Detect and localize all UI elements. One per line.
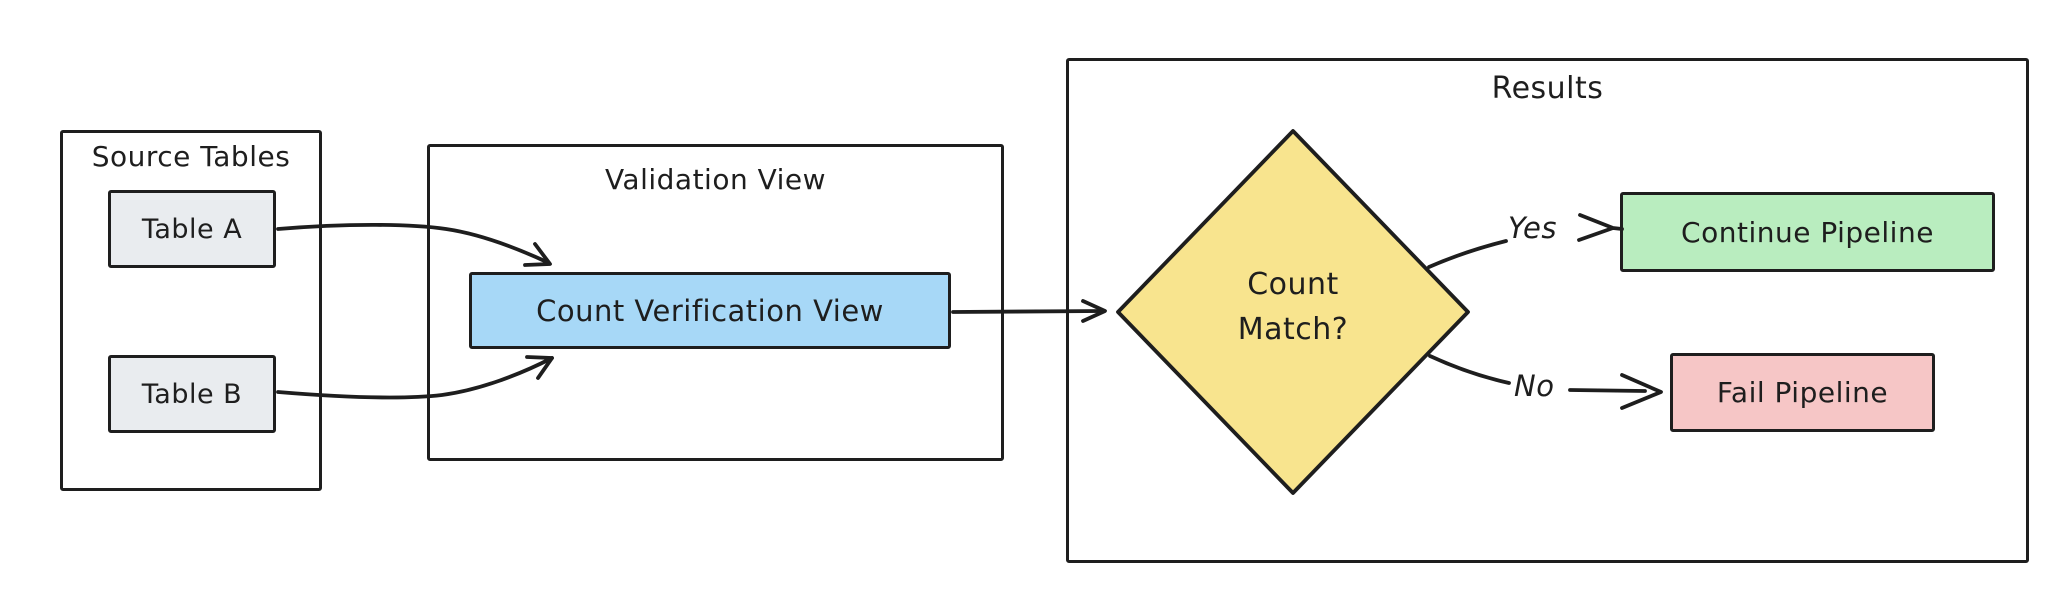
- table-b-node: Table B: [108, 355, 276, 433]
- results-title: Results: [1491, 71, 1604, 106]
- source-tables-title: Source Tables: [91, 140, 291, 173]
- count-match-label: Count Match?: [1183, 262, 1403, 352]
- source-tables-group: Source Tables: [60, 130, 322, 491]
- no-edge-label: No: [1514, 369, 1555, 403]
- continue-pipeline-node: Continue Pipeline: [1620, 192, 1995, 272]
- fail-pipeline-node: Fail Pipeline: [1670, 353, 1935, 432]
- continue-pipeline-label: Continue Pipeline: [1681, 215, 1934, 249]
- count-verification-view-label: Count Verification View: [536, 293, 884, 328]
- count-match-line2: Match?: [1237, 312, 1349, 347]
- validation-view-title: Validation View: [604, 163, 827, 196]
- count-verification-view-node: Count Verification View: [469, 272, 951, 349]
- table-b-label: Table B: [141, 378, 243, 410]
- table-a-label: Table A: [141, 213, 243, 245]
- count-match-line1: Count: [1247, 267, 1339, 302]
- table-a-node: Table A: [108, 190, 276, 268]
- yes-edge-label: Yes: [1508, 211, 1557, 245]
- fail-pipeline-label: Fail Pipeline: [1716, 376, 1889, 409]
